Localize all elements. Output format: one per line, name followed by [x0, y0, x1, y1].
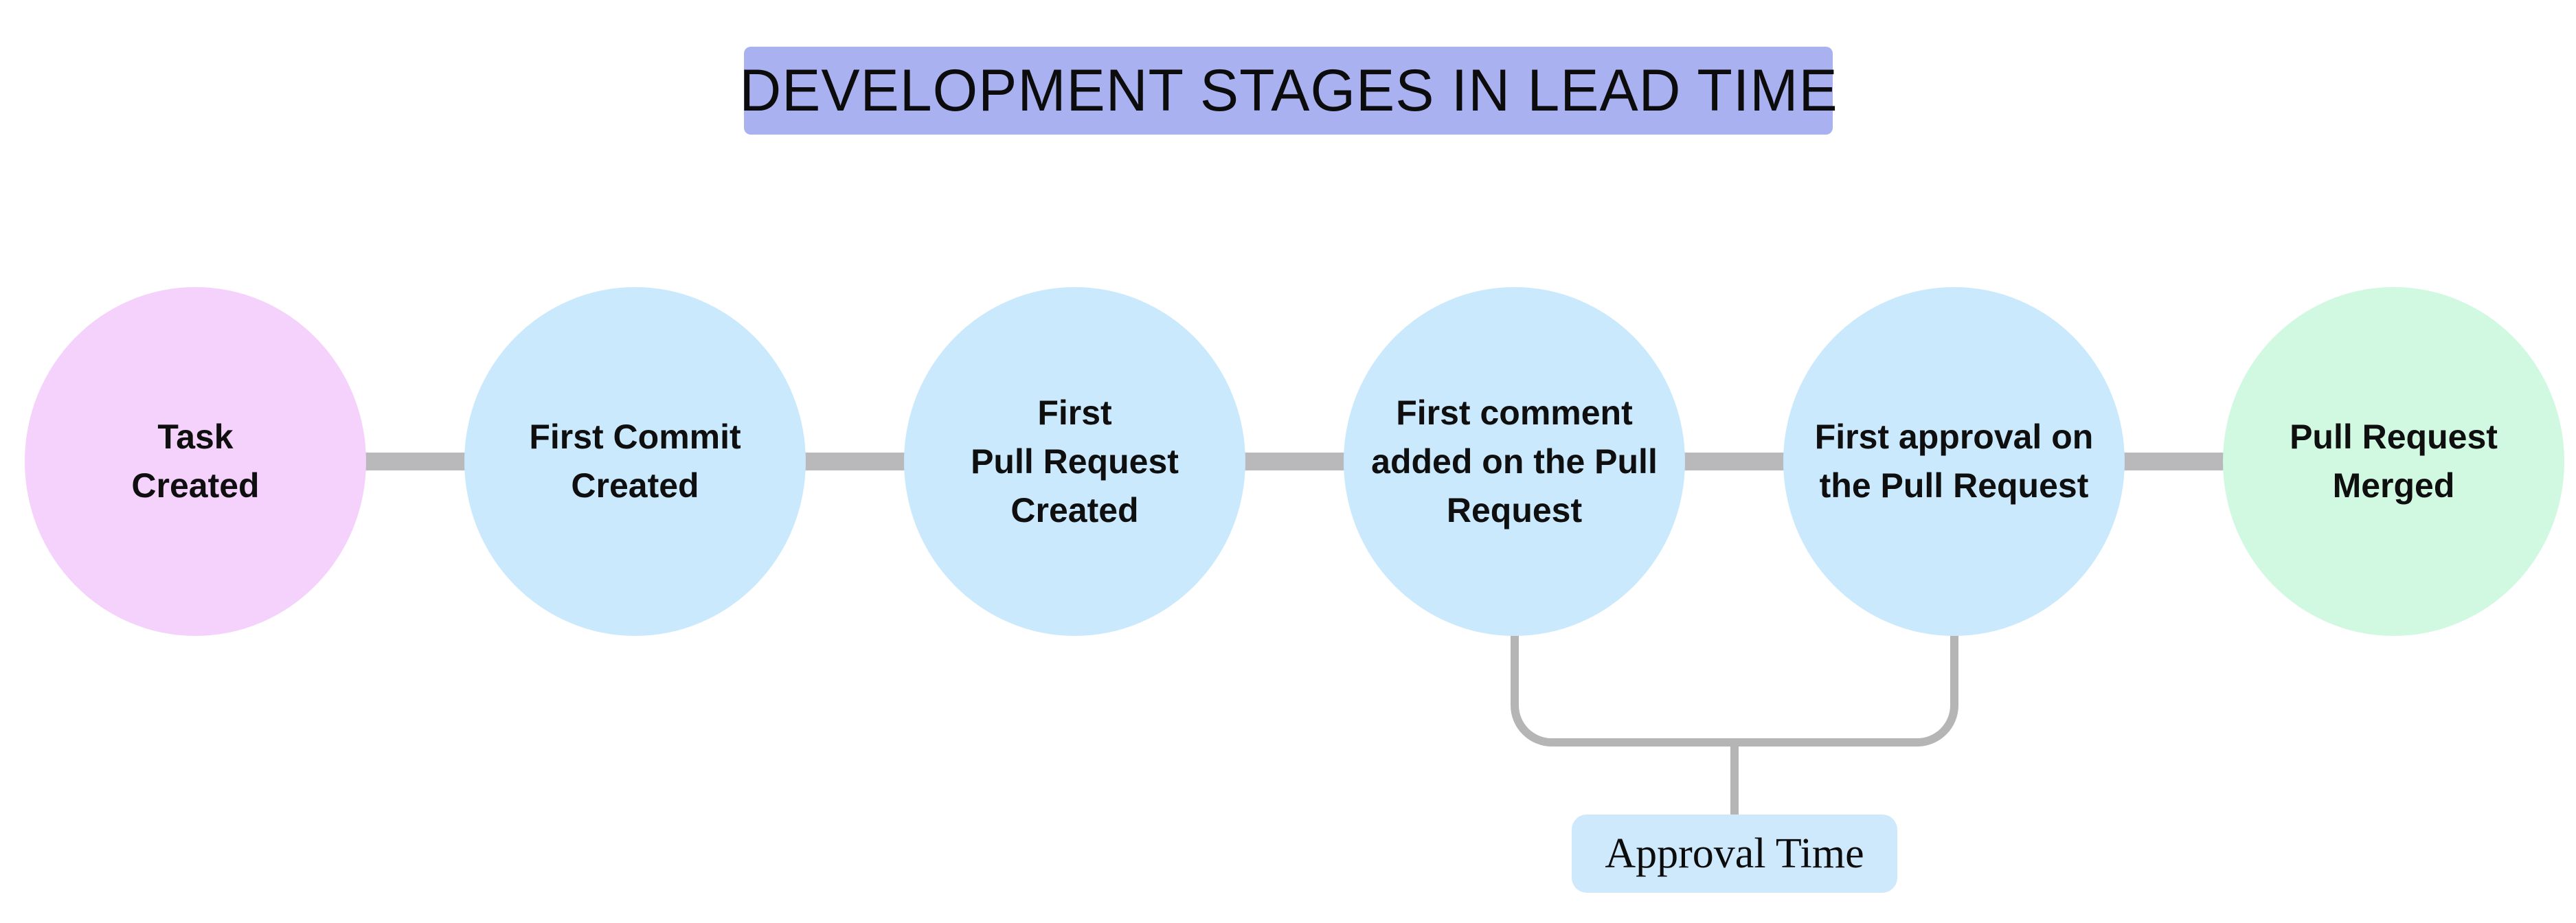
stage-circle-pull-request-merged: Pull Request Merged: [2223, 287, 2564, 636]
approval-time-box: Approval Time: [1572, 814, 1897, 893]
approval-time-label: Approval Time: [1605, 830, 1864, 877]
stage-label: First approval on the Pull Request: [1814, 418, 2094, 505]
stage-label: Task Created: [131, 418, 260, 505]
stage-circle-first-pull-request-created: First Pull Request Created: [904, 287, 1245, 636]
stage-circle-first-approval: First approval on the Pull Request: [1783, 287, 2125, 636]
diagram-title-box: DEVELOPMENT STAGES IN LEAD TIME: [739, 47, 1837, 135]
stage-circle-first-commit-created: First Commit Created: [464, 287, 806, 636]
diagram-title: DEVELOPMENT STAGES IN LEAD TIME: [738, 57, 1838, 124]
stage-label: First Commit Created: [529, 418, 741, 505]
stage-circle-task-created: Task Created: [25, 287, 366, 636]
stage-circle-first-comment-added: First comment added on the Pull Request: [1344, 287, 1685, 636]
stage-label: First Pull Request Created: [971, 393, 1179, 529]
approval-time-bracket-stem: [1730, 745, 1739, 814]
stage-label: First comment added on the Pull Request: [1371, 393, 1658, 529]
stage-label: Pull Request Merged: [2290, 418, 2498, 505]
approval-time-bracket: [1511, 632, 1958, 747]
